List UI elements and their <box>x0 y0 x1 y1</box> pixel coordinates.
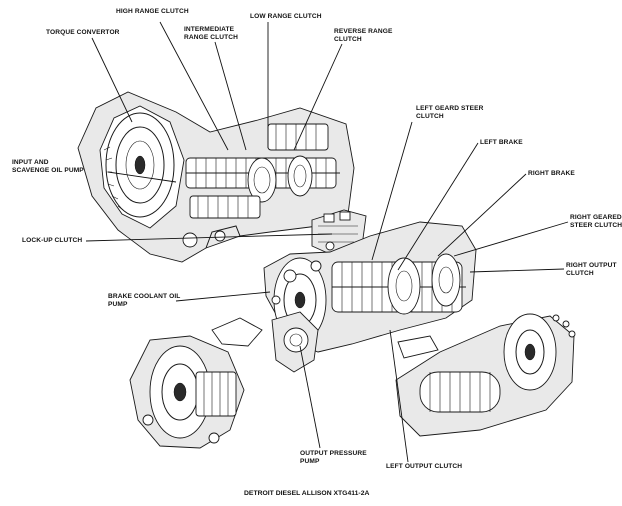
leader-lines <box>85 21 569 463</box>
leader-input-scavenge-oil-pump <box>107 171 177 183</box>
figure-caption: DETROIT DIESEL ALLISON XTG411-2A <box>244 490 370 497</box>
label-left-brake: LEFT BRAKE <box>480 139 523 146</box>
right-output-unit <box>395 313 576 437</box>
label-right-brake: RIGHT BRAKE <box>528 170 575 177</box>
leader-right-output-clutch <box>469 268 565 273</box>
leader-output-pressure-pump <box>299 345 321 449</box>
label-output-pressure-pump: OUTPUT PRESSURE PUMP <box>300 450 367 465</box>
label-brake-coolant-oil-pump: BRAKE COOLANT OIL PUMP <box>108 293 181 308</box>
label-lock-up-clutch: LOCK-UP CLUTCH <box>22 237 83 244</box>
leader-reverse-range-clutch <box>293 43 343 151</box>
label-reverse-range-clutch: REVERSE RANGE CLUTCH <box>334 28 393 43</box>
label-right-geared-steer-clutch: RIGHT GEARED STEER CLUTCH <box>570 214 622 229</box>
leader-brake-coolant-oil-pump <box>175 291 271 302</box>
leader-left-output-clutch <box>389 329 409 463</box>
leader-torque-convertor <box>91 37 133 123</box>
leader-high-range-clutch <box>159 21 229 151</box>
label-left-geard-steer-clutch: LEFT GEARD STEER CLUTCH <box>416 105 484 120</box>
leader-lock-up-clutch <box>85 233 333 242</box>
leader-right-geared-steer-clutch <box>453 221 569 257</box>
left-output-unit <box>129 317 263 449</box>
label-torque-convertor: TORQUE CONVERTOR <box>46 29 120 36</box>
leader-intermediate-range-clutch <box>214 41 247 151</box>
label-intermediate-range-clutch: INTERMEDIATE RANGE CLUTCH <box>184 26 238 41</box>
label-right-output-clutch: RIGHT OUTPUT CLUTCH <box>566 262 617 277</box>
label-low-range-clutch: LOW RANGE CLUTCH <box>250 13 322 20</box>
label-high-range-clutch: HIGH RANGE CLUTCH <box>116 8 189 15</box>
leader-left-brake <box>397 142 479 271</box>
main-transmission-assembly <box>77 91 355 263</box>
label-input-scavenge-oil-pump: INPUT AND SCAVENGE OIL PUMP <box>12 159 84 174</box>
steer-brake-assembly <box>263 221 477 373</box>
leader-right-brake <box>437 173 527 257</box>
leader-left-geard-steer-clutch <box>371 121 413 261</box>
label-left-output-clutch: LEFT OUTPUT CLUTCH <box>386 463 463 470</box>
